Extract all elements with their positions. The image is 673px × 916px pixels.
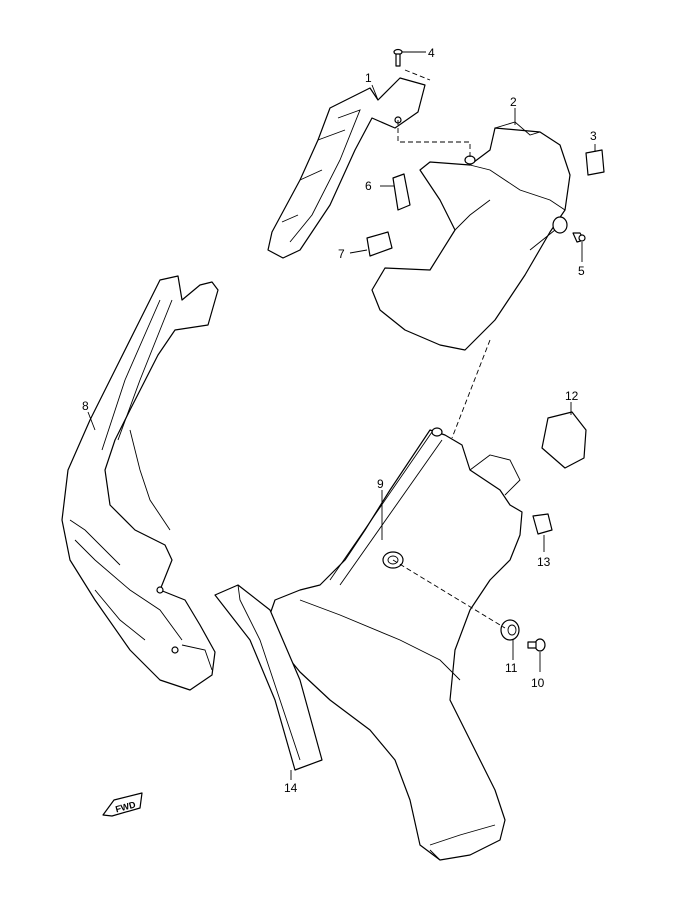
leader-lines bbox=[87, 51, 596, 780]
callout-13: 13 bbox=[537, 555, 551, 569]
part-5-screw[interactable] bbox=[572, 232, 586, 243]
part-9-leg-shield[interactable] bbox=[267, 427, 523, 861]
part-12-pad[interactable] bbox=[541, 411, 587, 469]
callout-1: 1 bbox=[365, 71, 372, 85]
callout-9: 9 bbox=[377, 477, 384, 491]
callout-14: 14 bbox=[284, 781, 298, 795]
part-3-pad[interactable] bbox=[585, 149, 605, 176]
callout-8: 8 bbox=[82, 399, 89, 413]
part-11-grommet[interactable] bbox=[500, 619, 520, 641]
callout-6: 6 bbox=[365, 179, 372, 193]
callout-10: 10 bbox=[531, 676, 545, 690]
part-2-upper-cover[interactable] bbox=[371, 121, 571, 351]
callout-11: 11 bbox=[505, 661, 518, 675]
part-10-screw[interactable] bbox=[527, 638, 546, 652]
part-6-pad[interactable] bbox=[392, 173, 411, 211]
part-1-bracket[interactable] bbox=[267, 77, 426, 259]
part-7-pad[interactable] bbox=[366, 231, 393, 257]
callout-2: 2 bbox=[510, 95, 517, 109]
callout-3: 3 bbox=[590, 129, 597, 143]
part-4-screw[interactable] bbox=[393, 48, 403, 67]
fwd-arrow-icon: FWD bbox=[102, 792, 143, 817]
part-13-clip[interactable] bbox=[532, 513, 553, 535]
part-8-side-cover[interactable] bbox=[61, 275, 219, 691]
callout-12: 12 bbox=[565, 389, 579, 403]
callout-labels: 4 1 2 3 6 7 5 8 12 9 13 11 10 14 bbox=[82, 46, 597, 795]
callout-7: 7 bbox=[338, 247, 345, 261]
callout-4: 4 bbox=[428, 46, 435, 60]
part-14-pad[interactable] bbox=[214, 584, 323, 771]
callout-5: 5 bbox=[578, 264, 585, 278]
